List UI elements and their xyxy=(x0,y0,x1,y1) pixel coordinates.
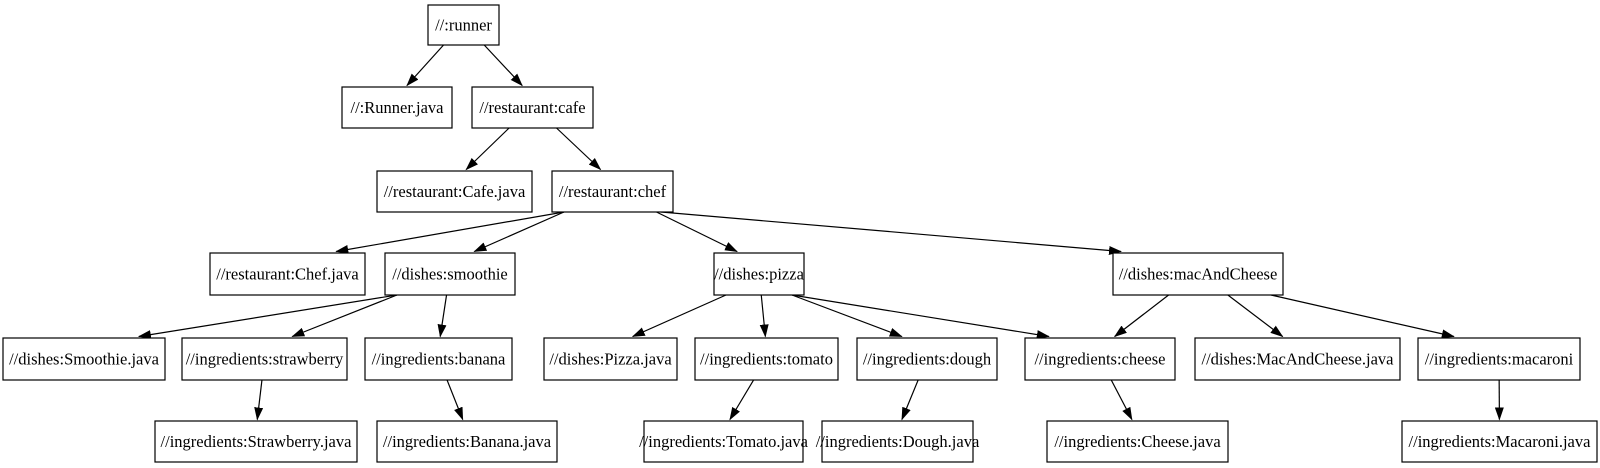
graph-node-label-chef_java: //restaurant:Chef.java xyxy=(216,265,359,284)
graph-node-chef: //restaurant:chef xyxy=(551,170,674,213)
dependency-edge-chef-to-mac_and_cheese xyxy=(660,211,1122,255)
graph-node-pizza: //dishes:pizza xyxy=(713,252,805,296)
graph-node-cheese: //ingredients:cheese xyxy=(1024,337,1176,381)
dependency-edge-smoothie-to-strawberry xyxy=(291,294,398,338)
graph-node-box-runner xyxy=(427,4,500,46)
graph-node-box-tomato_java xyxy=(643,420,804,463)
graph-node-smoothie: //dishes:smoothie xyxy=(384,252,516,296)
dependency-edge-cafe-to-cafe_java xyxy=(465,127,510,171)
graph-node-box-runner_java xyxy=(341,86,453,129)
graph-node-label-banana_java: //ingredients:Banana.java xyxy=(383,432,552,451)
graph-node-strawberry: //ingredients:strawberry xyxy=(181,337,348,381)
graph-node-box-banana xyxy=(364,337,513,381)
graph-node-label-strawberry_java: //ingredients:Strawberry.java xyxy=(161,432,353,451)
graph-node-label-mac_and_cheese_java: //dishes:MacAndCheese.java xyxy=(1202,350,1395,369)
dependency-edge-mac_and_cheese-to-mac_and_cheese_java xyxy=(1227,294,1284,338)
dependency-edge-mac_and_cheese-to-macaroni xyxy=(1270,294,1455,339)
graph-node-label-dough_java: //ingredients:Dough.java xyxy=(816,432,980,451)
graph-node-label-chef: //restaurant:chef xyxy=(559,182,667,201)
graph-node-tomato_java: //ingredients:Tomato.java xyxy=(639,420,809,463)
graph-node-label-tomato: //ingredients:tomato xyxy=(700,350,833,369)
graph-node-banana_java: //ingredients:Banana.java xyxy=(376,420,558,463)
dependency-edge-chef-to-chef_java xyxy=(335,211,565,254)
graph-node-tomato: //ingredients:tomato xyxy=(694,337,839,381)
graph-node-box-cheese_java xyxy=(1046,420,1229,463)
graph-node-label-runner: //:runner xyxy=(435,16,492,35)
graph-node-dough_java: //ingredients:Dough.java xyxy=(816,420,980,463)
graph-node-box-macaroni xyxy=(1417,337,1581,381)
graph-node-box-pizza_java xyxy=(543,337,678,381)
graph-node-box-dough xyxy=(856,337,998,381)
graph-node-label-banana: //ingredients:banana xyxy=(372,350,506,369)
dependency-edge-pizza-to-dough xyxy=(791,294,903,338)
graph-node-strawberry_java: //ingredients:Strawberry.java xyxy=(154,420,358,463)
graph-node-label-cafe_java: //restaurant:Cafe.java xyxy=(384,182,526,201)
dependency-edge-smoothie-to-smoothie_java xyxy=(137,294,398,340)
graph-node-banana: //ingredients:banana xyxy=(364,337,513,381)
graph-node-box-mac_and_cheese xyxy=(1112,252,1284,296)
graph-node-runner: //:runner xyxy=(427,4,500,46)
graph-node-box-macaroni_java xyxy=(1401,420,1598,463)
graph-node-label-cheese: //ingredients:cheese xyxy=(1034,350,1165,369)
graph-node-label-macaroni_java: //ingredients:Macaroni.java xyxy=(1409,432,1592,451)
graph-node-box-dough_java xyxy=(821,420,974,463)
graph-node-box-chef xyxy=(551,170,674,213)
graph-node-macaroni_java: //ingredients:Macaroni.java xyxy=(1401,420,1598,463)
dependency-edge-banana-to-banana_java xyxy=(446,379,464,421)
graph-node-chef_java: //restaurant:Chef.java xyxy=(209,252,366,296)
graph-node-runner_java: //:Runner.java xyxy=(341,86,453,129)
graph-node-label-macaroni: //ingredients:macaroni xyxy=(1425,350,1574,369)
graph-node-mac_and_cheese_java: //dishes:MacAndCheese.java xyxy=(1194,337,1401,381)
graph-node-box-cheese xyxy=(1024,337,1176,381)
graph-node-label-cafe: //restaurant:cafe xyxy=(479,98,585,117)
graph-node-box-strawberry xyxy=(181,337,348,381)
dependency-edge-mac_and_cheese-to-cheese xyxy=(1113,294,1169,338)
dependency-edge-strawberry-to-strawberry_java xyxy=(254,379,264,421)
graph-node-box-smoothie xyxy=(384,252,516,296)
graph-node-macaroni: //ingredients:macaroni xyxy=(1417,337,1581,381)
graph-node-smoothie_java: //dishes:Smoothie.java xyxy=(2,337,166,381)
graph-node-box-banana_java xyxy=(376,420,558,463)
graph-node-label-pizza: //dishes:pizza xyxy=(714,265,804,284)
graph-node-cafe_java: //restaurant:Cafe.java xyxy=(376,170,533,213)
dependency-edge-cafe-to-chef xyxy=(556,127,602,171)
graph-node-box-cafe_java xyxy=(376,170,533,213)
graph-node-pizza_java: //dishes:Pizza.java xyxy=(543,337,678,381)
dependency-edge-tomato-to-tomato_java xyxy=(729,379,755,421)
graph-node-box-strawberry_java xyxy=(154,420,358,463)
graph-node-label-pizza_java: //dishes:Pizza.java xyxy=(549,350,672,369)
graph-node-label-cheese_java: //ingredients:Cheese.java xyxy=(1054,432,1221,451)
graph-node-label-strawberry: //ingredients:strawberry xyxy=(186,350,344,369)
dependency-edge-pizza-to-tomato xyxy=(759,294,769,338)
graph-node-label-dough: //ingredients:dough xyxy=(863,350,992,369)
dependency-edge-smoothie-to-banana xyxy=(437,294,448,338)
dependency-edge-cheese-to-cheese_java xyxy=(1110,379,1133,421)
dependency-edge-pizza-to-pizza_java xyxy=(631,294,727,338)
graph-node-label-tomato_java: //ingredients:Tomato.java xyxy=(639,432,809,451)
dependency-edge-chef-to-smoothie xyxy=(473,211,565,253)
graph-node-box-mac_and_cheese_java xyxy=(1194,337,1401,381)
graph-node-box-cafe xyxy=(471,86,594,129)
graph-node-box-chef_java xyxy=(209,252,366,296)
graph-node-box-smoothie_java xyxy=(2,337,166,381)
graph-node-box-pizza xyxy=(713,252,805,296)
graph-node-mac_and_cheese: //dishes:macAndCheese xyxy=(1112,252,1284,296)
dependency-edge-runner-to-runner_java xyxy=(406,44,444,87)
graph-node-label-smoothie_java: //dishes:Smoothie.java xyxy=(9,350,160,369)
graph-node-label-mac_and_cheese: //dishes:macAndCheese xyxy=(1119,265,1278,284)
dependency-edge-pizza-to-cheese xyxy=(791,294,1050,340)
dependency-edge-runner-to-cafe xyxy=(483,44,523,87)
dependency-edge-chef-to-pizza xyxy=(656,211,738,253)
graph-node-label-smoothie: //dishes:smoothie xyxy=(392,265,508,284)
graph-node-dough: //ingredients:dough xyxy=(856,337,998,381)
graph-node-cafe: //restaurant:cafe xyxy=(471,86,594,129)
graph-node-cheese_java: //ingredients:Cheese.java xyxy=(1046,420,1229,463)
dependency-edge-dough-to-dough_java xyxy=(901,379,919,421)
graph-node-label-runner_java: //:Runner.java xyxy=(350,98,444,117)
graph-node-box-tomato xyxy=(694,337,839,381)
